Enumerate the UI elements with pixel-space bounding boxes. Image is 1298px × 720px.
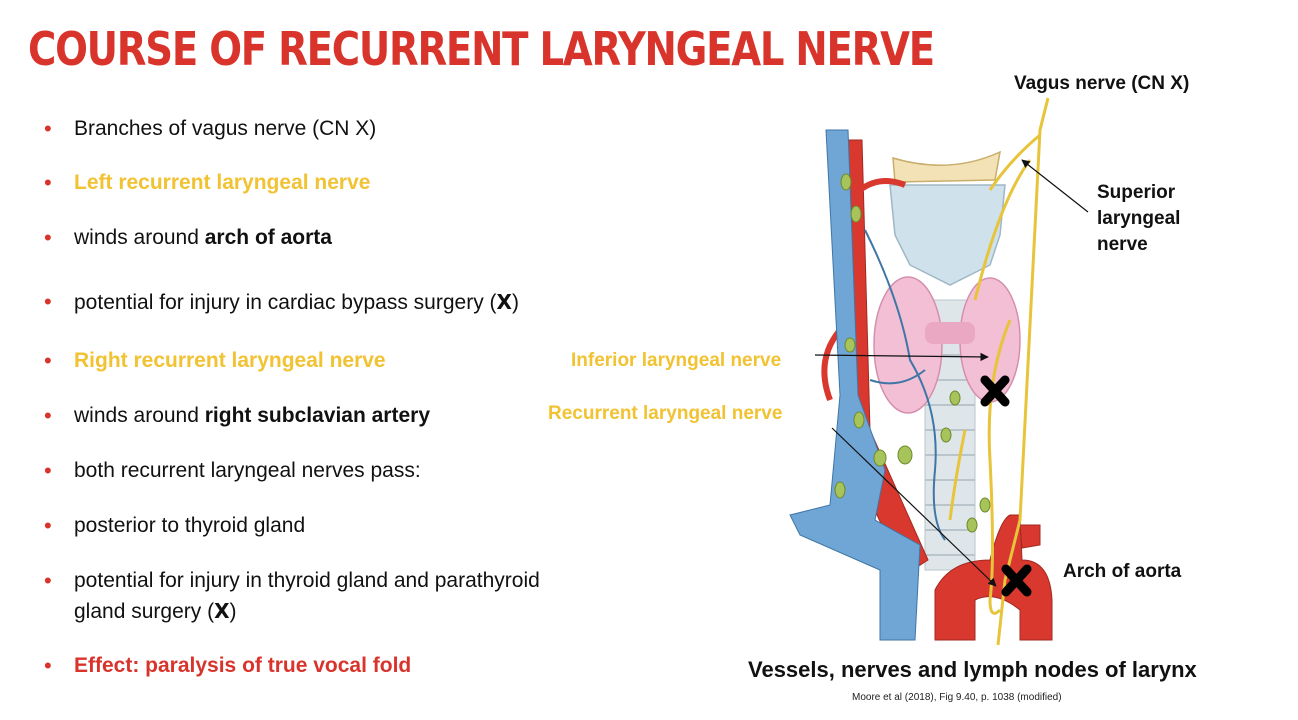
bullet-item: • winds around arch of aorta: [44, 223, 332, 253]
x-mark-icon: [980, 375, 1010, 407]
bullet-dot: •: [44, 116, 52, 141]
bullet-item: • Right recurrent laryngeal nerve: [44, 346, 386, 376]
pointer-recurrent: [831, 427, 997, 587]
bullet-item: • potential for injury in cardiac bypass…: [44, 287, 519, 318]
label-vagus-nerve: Vagus nerve (CN X): [1014, 73, 1190, 94]
x-mark-icon: [1001, 564, 1032, 597]
lymph-nodes: [834, 173, 991, 533]
bullet-dot: •: [44, 513, 52, 538]
page-title: COURSE OF RECURRENT LARYNGEAL NERVE: [28, 22, 935, 76]
bullet-dot: •: [44, 289, 52, 314]
vagus-nerve: [948, 97, 1050, 646]
x-mark: X: [214, 599, 230, 623]
bullet-item: • both recurrent laryngeal nerves pass:: [44, 456, 421, 486]
bullet-dot: •: [44, 225, 52, 250]
label-superior-laryngeal-nerve: Superior laryngeal nerve: [1097, 182, 1181, 255]
label-recurrent-laryngeal-nerve: Recurrent laryngeal nerve: [548, 403, 783, 424]
x-mark: X: [496, 290, 512, 314]
bullet-item: • posterior to thyroid gland: [44, 511, 305, 541]
veins: [789, 129, 946, 641]
bullet-dot: •: [44, 403, 52, 428]
bullet-item: • Effect: paralysis of true vocal fold: [44, 651, 411, 681]
figure-reference: Moore et al (2018), Fig 9.40, p. 1038 (m…: [852, 692, 1062, 703]
label-inferior-laryngeal-nerve: Inferior laryngeal nerve: [571, 350, 782, 371]
bullet-dot: •: [44, 348, 52, 373]
bullet-item: • Left recurrent laryngeal nerve: [44, 168, 370, 198]
bullet-dot: •: [44, 170, 52, 195]
thyroid-cartilage: [889, 150, 1006, 286]
bullet-dot: •: [44, 653, 52, 678]
figure-caption: Vessels, nerves and lymph nodes of laryn…: [748, 657, 1197, 682]
label-pointers: [814, 159, 1089, 587]
bullet-dot: •: [44, 568, 52, 593]
label-arch-of-aorta: Arch of aorta: [1063, 561, 1182, 582]
bullet-item: • Branches of vagus nerve (CN X): [44, 114, 376, 144]
pointer-superior: [1021, 159, 1089, 213]
pointer-inferior: [814, 352, 989, 362]
bullet-item: • potential for injury in thyroid gland …: [44, 568, 540, 623]
bullet-dot: •: [44, 458, 52, 483]
bullet-item: • winds around right subclavian artery: [44, 401, 430, 431]
